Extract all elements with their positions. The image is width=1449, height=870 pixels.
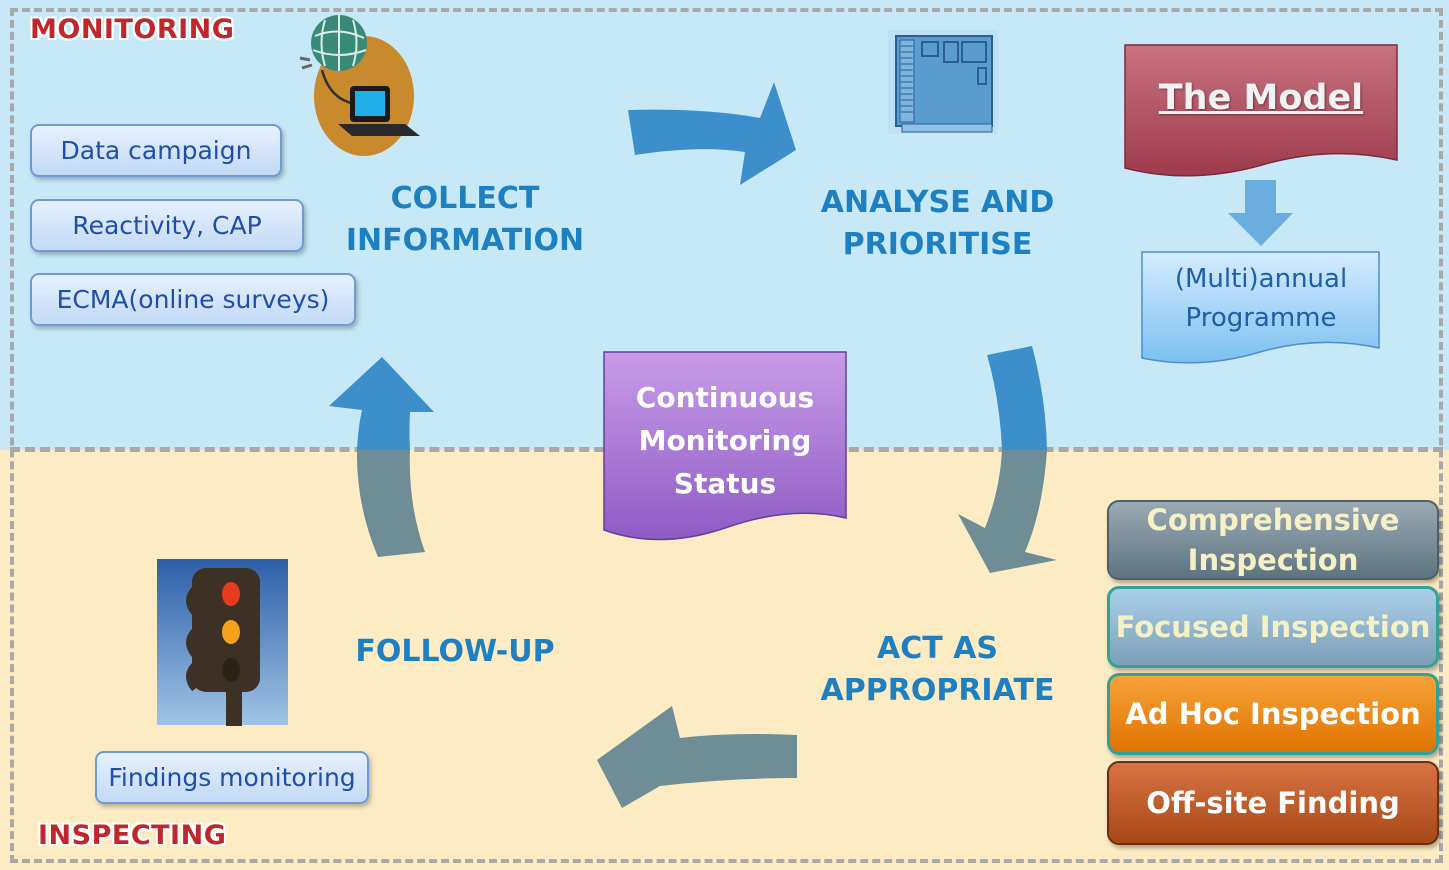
globe-computer-icon	[299, 15, 420, 156]
arrow-collect-to-analyse	[628, 82, 796, 185]
arrow-followup-to-collect-bottom	[356, 450, 425, 557]
cms-line-3: Status	[673, 467, 777, 500]
arrow-act-to-followup	[597, 706, 797, 808]
cms-line-2: Monitoring	[638, 424, 812, 457]
off-site-finding-box: Off-site Finding	[1107, 761, 1439, 845]
continuous-monitoring-label: Continuous Monitoring Status	[604, 376, 846, 505]
arrow-analyse-to-act-bottom	[958, 450, 1057, 573]
arrow-followup-to-collect-top	[329, 357, 434, 450]
input-reactivity-cap: Reactivity, CAP	[30, 199, 304, 252]
monitoring-zone-label: MONITORING	[30, 14, 235, 45]
model-title: The Model	[1158, 78, 1364, 118]
arrow-analyse-to-act-top	[987, 346, 1047, 450]
step-follow-up: FOLLOW-UP	[355, 634, 555, 669]
diagram-border	[10, 8, 1443, 863]
focused-inspection-box: Focused Inspection	[1107, 586, 1439, 668]
programme-box	[1141, 251, 1380, 364]
input-data-campaign: Data campaign	[30, 124, 282, 177]
input-findings-monitoring: Findings monitoring	[95, 751, 369, 804]
traffic-light-icon	[157, 559, 288, 726]
cms-line-1: Continuous	[635, 381, 815, 414]
circuit-board-icon	[888, 30, 998, 134]
step-collect-information: COLLECT INFORMATION	[345, 181, 585, 258]
input-ecma-surveys: ECMA(online surveys)	[30, 273, 356, 326]
inspecting-zone-label: INSPECTING	[38, 820, 227, 851]
continuous-monitoring-box	[603, 351, 847, 541]
model-box	[1124, 44, 1398, 177]
ad-hoc-inspection-box: Ad Hoc Inspection	[1107, 673, 1439, 755]
step-analyse-prioritise: ANALYSE AND PRIORITISE	[820, 185, 1055, 262]
programme-label: (Multi)annual Programme	[1174, 264, 1348, 333]
arrow-model-to-programme	[1228, 180, 1293, 246]
comprehensive-inspection-box: Comprehensive Inspection	[1107, 500, 1439, 580]
step-act-as-appropriate: ACT AS APPROPRIATE	[820, 631, 1055, 708]
